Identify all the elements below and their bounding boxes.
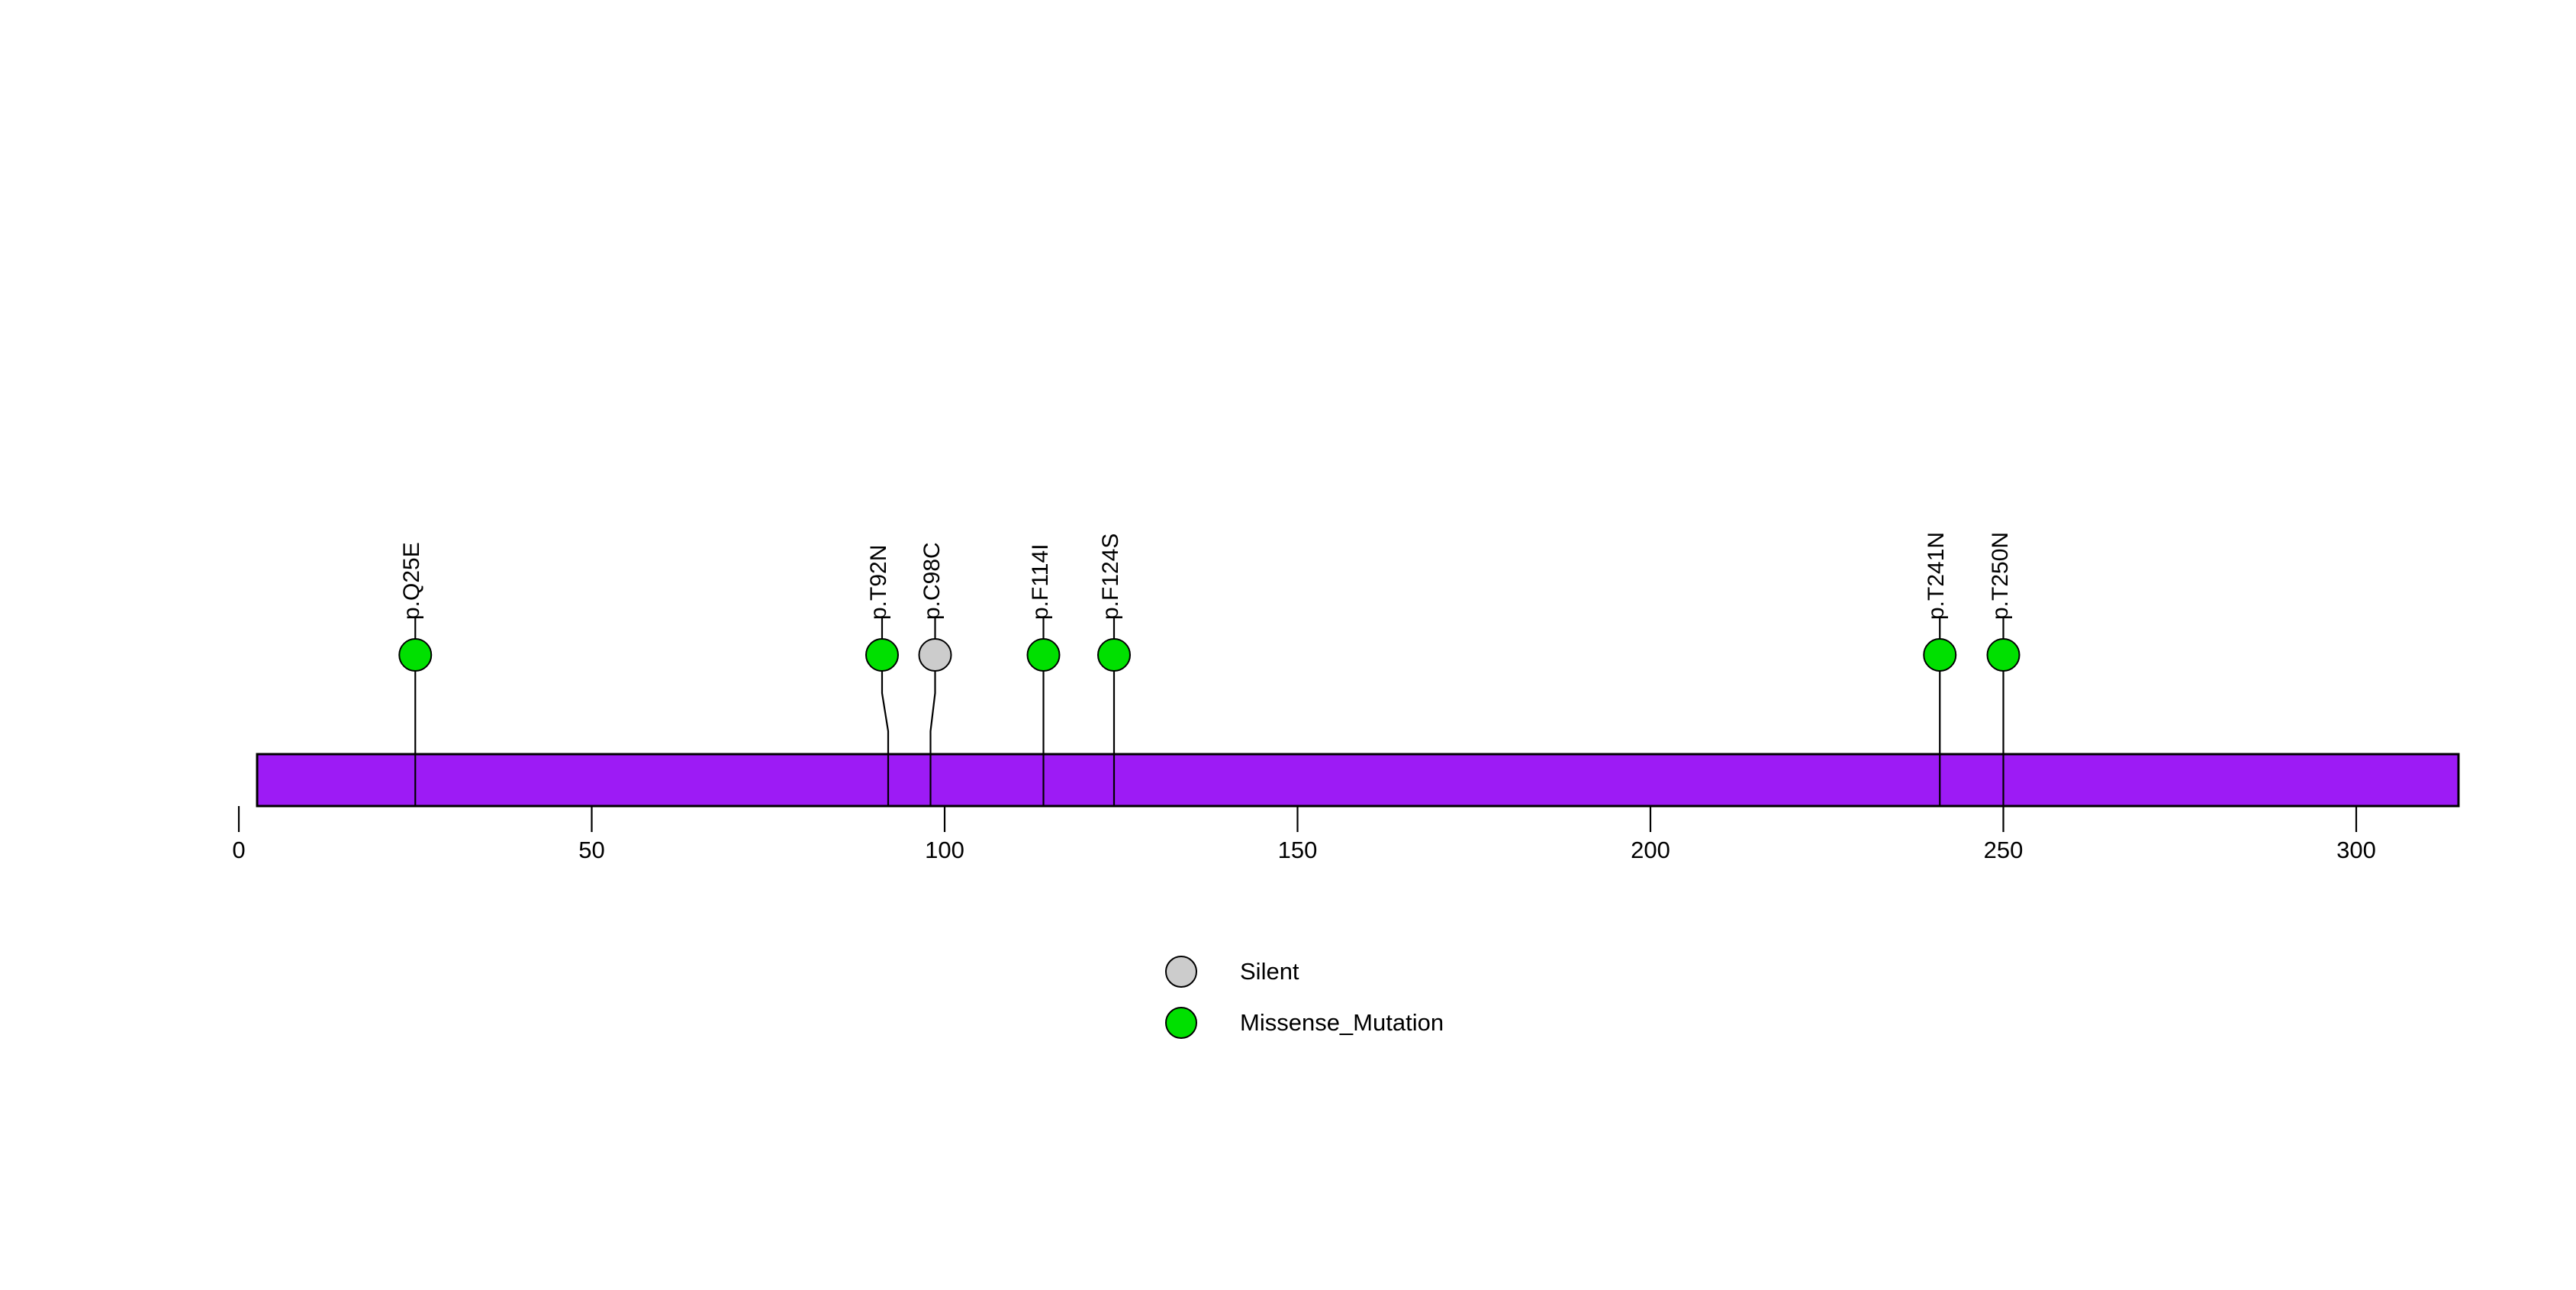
legend-dot xyxy=(1165,1007,1197,1039)
legend-label: Silent xyxy=(1240,958,1299,985)
mutation-dot[interactable] xyxy=(1986,638,2021,672)
mutation-dot[interactable] xyxy=(1923,638,1957,672)
axis-tick-label: 150 xyxy=(1277,837,1318,863)
protein-backbone-bar[interactable] xyxy=(256,753,2460,808)
legend-swatch-icon xyxy=(1165,956,1197,988)
legend-label: Missense_Mutation xyxy=(1240,1009,1444,1036)
axis-tick-label: 250 xyxy=(1983,837,2024,863)
legend-dot xyxy=(1165,956,1197,988)
mutation-dot[interactable] xyxy=(398,638,433,672)
axis-tick-label: 200 xyxy=(1631,837,1670,863)
mutation-dot[interactable] xyxy=(1026,638,1061,672)
axis-tick-label: 300 xyxy=(2336,837,2376,863)
mutation-dot[interactable] xyxy=(865,638,899,672)
axis-tick-label: 50 xyxy=(578,837,605,863)
mutation-dot[interactable] xyxy=(1097,638,1131,672)
mutation-dot[interactable] xyxy=(918,638,952,672)
axis-tick-label: 0 xyxy=(232,837,246,863)
legend-swatch-icon xyxy=(1165,1007,1197,1039)
axis-tick-label: 100 xyxy=(925,837,964,863)
